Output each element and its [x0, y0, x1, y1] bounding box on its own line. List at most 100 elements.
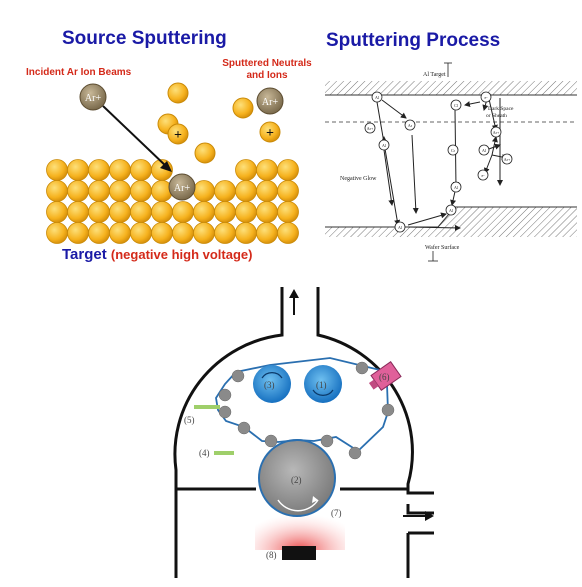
particle-e: e- — [484, 95, 488, 100]
label-6: (6) — [379, 372, 390, 382]
target-atom — [88, 159, 110, 181]
label-4: (4) — [199, 448, 210, 458]
target-word: Target — [62, 246, 107, 263]
target-atom — [277, 159, 299, 181]
target-atom — [256, 222, 278, 244]
target-atom — [130, 222, 152, 244]
target-atom — [235, 159, 257, 181]
dark-space-label-2: or Sheath — [486, 113, 507, 119]
target-atom — [172, 222, 194, 244]
target-atom-lattice — [46, 159, 299, 244]
target-atom — [46, 159, 68, 181]
target-atom — [67, 159, 89, 181]
target-atom — [109, 159, 131, 181]
wafer-surface-block — [325, 207, 577, 237]
target-atom — [235, 180, 257, 202]
heater-block — [282, 546, 316, 560]
target-atom — [151, 222, 173, 244]
target-atom — [46, 222, 68, 244]
target-atom — [214, 201, 236, 223]
particle-al: Al — [382, 143, 387, 148]
sputtering-process-diagram: Al Target Dark Space or Sheath Negative … — [325, 62, 577, 262]
target-atom — [67, 180, 89, 202]
target-atom — [277, 222, 299, 244]
gas-inlet-5 — [194, 405, 212, 409]
sputtered-label-line2: and Ions — [246, 70, 288, 81]
target-atom — [109, 180, 131, 202]
target-atom — [256, 180, 278, 202]
particle-ar-plus: Ar+ — [493, 130, 500, 135]
target-atom — [193, 222, 215, 244]
target-atom — [46, 201, 68, 223]
incident-beam-arrow — [102, 105, 169, 169]
sputtered-atom — [194, 142, 216, 164]
plus-sign: + — [266, 126, 274, 141]
sputtered-atom — [232, 97, 254, 119]
target-atom — [130, 180, 152, 202]
sputter-source-6 — [368, 361, 402, 391]
target-atom — [130, 201, 152, 223]
label-1: (1) — [316, 380, 327, 390]
target-atom — [46, 180, 68, 202]
target-atom — [109, 222, 131, 244]
target-atom — [214, 222, 236, 244]
incident-beam-arrowhead — [160, 161, 172, 172]
label-3: (3) — [264, 380, 275, 390]
sputtered-ar-ion — [256, 87, 284, 115]
source-sputtering-diagram: Ar+ Ar+ + + Ar+ — [46, 82, 299, 244]
unwind-drum-3 — [253, 365, 291, 403]
gas-inlet-4 — [214, 451, 234, 455]
sputtered-ion-plus — [259, 121, 281, 143]
al-target-block — [325, 81, 577, 95]
sputtered-atom — [167, 82, 189, 104]
particle-cr: Cr — [451, 148, 456, 153]
embedded-ion — [168, 173, 196, 201]
sputtered-label-line1: Sputtered Neutrals — [222, 58, 312, 69]
sputtered-neutrals-label: Sputtered Neutrals and Ions — [212, 58, 322, 82]
particle-cl: Cl — [454, 103, 459, 108]
label-8: (8) — [266, 550, 277, 560]
target-atom — [193, 180, 215, 202]
particle-e: e- — [481, 173, 485, 178]
sputtering-process-title: Sputtering Process — [326, 30, 501, 51]
embedded-ion-label: Ar+ — [174, 183, 191, 194]
sputtered-ion-plus — [167, 123, 189, 145]
particle-al: Al — [482, 148, 487, 153]
source-sputtering-title: Source Sputtering — [62, 28, 227, 49]
sputtered-ar-ion-label: Ar+ — [262, 97, 279, 108]
particle-al: Al — [449, 208, 454, 213]
target-atom — [88, 222, 110, 244]
target-atom — [277, 180, 299, 202]
label-7: (7) — [331, 508, 342, 518]
wafer-surface-label: Wafer Surface — [425, 244, 460, 251]
rewind-drum-1 — [304, 365, 342, 403]
plus-sign: + — [174, 128, 182, 143]
target-atom — [193, 201, 215, 223]
target-atom — [235, 201, 257, 223]
target-atom — [277, 201, 299, 223]
particle-ar: Ar — [408, 123, 413, 128]
target-atom — [67, 222, 89, 244]
particle-ar-plus: Ar+ — [504, 157, 511, 162]
target-atom — [214, 180, 236, 202]
incident-beams-label: Incident Ar Ion Beams — [26, 67, 132, 78]
al-target-label: Al Target — [423, 72, 446, 78]
target-atom — [172, 201, 194, 223]
vacuum-chamber — [173, 287, 434, 578]
target-label: Target (negative high voltage) — [62, 246, 252, 263]
target-atom — [67, 201, 89, 223]
particle-al: Al — [398, 225, 403, 230]
particle-al: Al — [375, 95, 380, 100]
target-atom — [130, 159, 152, 181]
particle-ar-plus: Ar+ — [367, 126, 374, 131]
target-atom — [109, 201, 131, 223]
target-atom — [235, 222, 257, 244]
incident-ion — [79, 83, 107, 111]
dark-space-label-1: Dark Space — [488, 106, 514, 112]
target-atom — [88, 180, 110, 202]
label-2: (2) — [291, 475, 302, 485]
target-atom — [151, 201, 173, 223]
roll-coater-diagram: (1) (2) (3) (4) (5) (6) (7) (8) — [173, 287, 434, 578]
target-atom — [256, 159, 278, 181]
incident-ion-label: Ar+ — [85, 93, 102, 104]
